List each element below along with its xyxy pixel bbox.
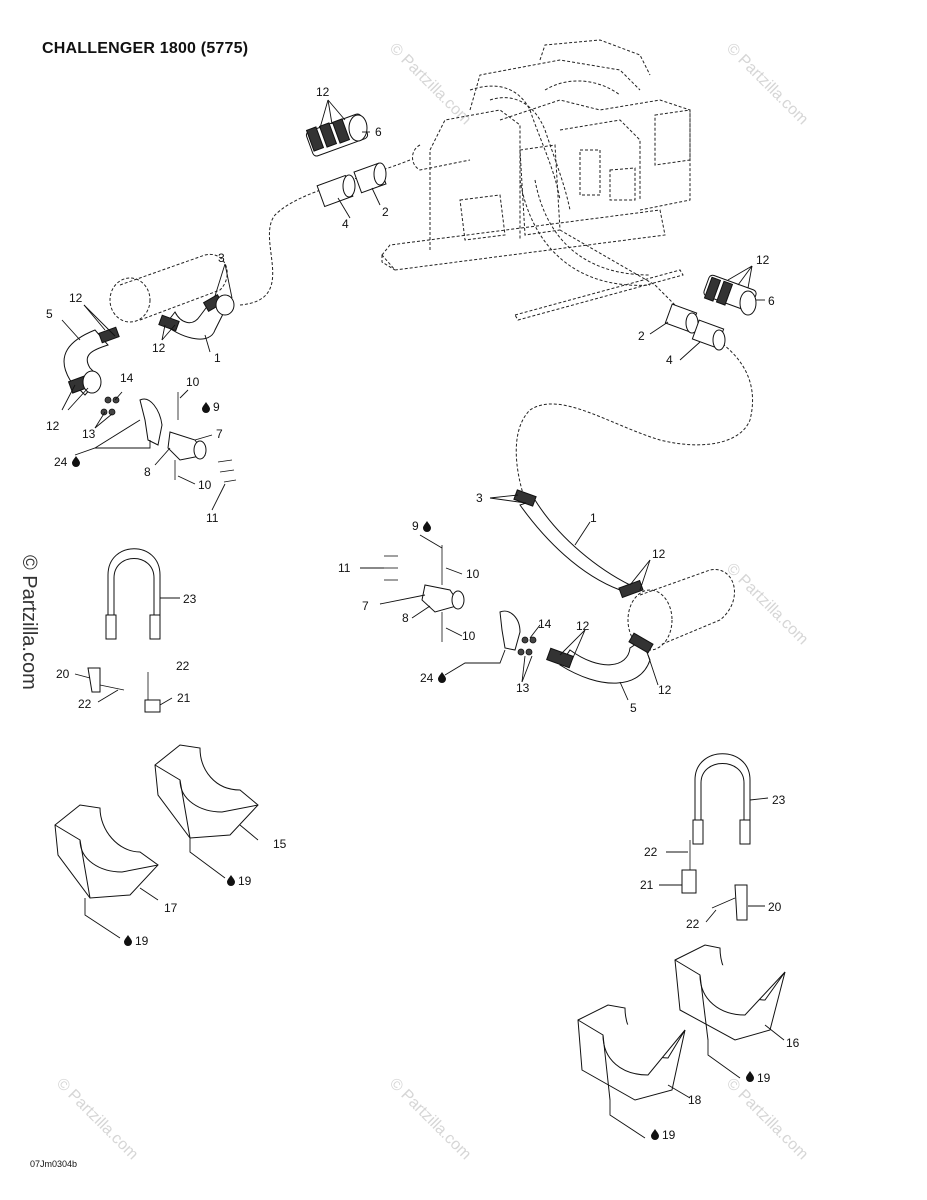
callout-22: 22 [176,659,190,673]
clamp-set-lower [703,274,757,316]
callout-14: 14 [120,371,134,385]
routing-line-lower [515,229,754,501]
callout-7: 7 [216,427,223,441]
callout-11: 11 [206,511,219,525]
callout-7: 7 [362,599,369,613]
callout-19: 19 [238,874,252,888]
strap-23-right [692,753,751,845]
callout-4: 4 [666,353,673,367]
drawing-code: 07Jm0304b [30,1159,78,1169]
callout-19: 19 [662,1128,676,1142]
clamp-set-upper [305,113,369,157]
clamp [158,314,180,332]
callout-19: 19 [757,1071,771,1085]
block-18 [577,1004,686,1101]
bracket-set-left [87,667,161,713]
sealant-drop-icon [423,521,431,532]
callout-5: 5 [46,307,53,321]
callout-4: 4 [342,217,349,231]
callout-14: 14 [538,617,552,631]
fitting-7-right [384,545,537,656]
strap-23-left [105,548,161,640]
clamp [98,326,120,344]
sealant-drop-icon [227,875,235,886]
callout-1: 1 [590,511,597,525]
sealant-drop-icon [72,456,80,467]
sealant-drop-icon [124,935,132,946]
engine-outline [381,39,691,321]
callout-22: 22 [686,917,700,931]
callout-20: 20 [56,667,70,681]
callout-16: 16 [786,1036,800,1050]
fitting-7-left [100,392,237,483]
clamp [628,632,654,654]
callout-12: 12 [756,253,770,267]
callout-9: 9 [412,519,419,533]
sealant-drop-icon [651,1129,659,1140]
callout-15: 15 [273,837,287,851]
callout-13: 13 [516,681,530,695]
block-15 [154,744,259,839]
bracket-set-right [681,840,748,921]
callout-12: 12 [652,547,666,561]
callout-21: 21 [640,878,654,892]
clamp [513,489,537,507]
callout-11: 11 [338,561,351,575]
sealant-drop-icon [746,1071,754,1082]
muffler-right [627,569,735,651]
callout-12: 12 [46,419,60,433]
callout-3: 3 [476,491,483,505]
diagram-title: CHALLENGER 1800 (5775) [42,40,249,57]
callout-8: 8 [402,611,409,625]
callout-22: 22 [644,845,658,859]
callout-10: 10 [462,629,476,643]
block-16 [674,944,786,1041]
callout-12: 12 [658,683,672,697]
sleeve-2-4-upper [316,162,387,208]
callout-19: 19 [135,934,149,948]
callout-6: 6 [768,294,775,308]
callout-6: 6 [375,125,382,139]
callout-1: 1 [214,351,221,365]
callout-2: 2 [638,329,645,343]
callout-23: 23 [772,793,786,807]
callout-10: 10 [186,375,200,389]
callout-12: 12 [69,291,83,305]
callout-22: 22 [78,697,92,711]
block-17 [54,804,159,899]
callout-20: 20 [768,900,782,914]
callout-10: 10 [466,567,480,581]
callout-18: 18 [688,1093,702,1107]
sealant-drop-icon [202,402,210,413]
callout-12: 12 [576,619,590,633]
sealant-drop-icon [438,672,446,683]
callout-3: 3 [218,251,225,265]
callout-8: 8 [144,465,151,479]
callout-13: 13 [82,427,96,441]
leader-lines [61,99,785,1139]
callout-9: 9 [213,400,220,414]
callout-17: 17 [164,901,178,915]
callout-23: 23 [183,592,197,606]
callout-10: 10 [198,478,212,492]
callout-2: 2 [382,205,389,219]
callout-24: 24 [420,671,434,685]
callout-12: 12 [152,341,166,355]
sleeve-2-4-lower [664,303,726,351]
callout-12: 12 [316,85,330,99]
callout-5: 5 [630,701,637,715]
callout-labels: 12 6 2 4 3 12 5 12 1 14 12 13 24 10 9 7 … [46,85,800,1142]
callout-21: 21 [177,691,191,705]
callout-24: 24 [54,455,68,469]
